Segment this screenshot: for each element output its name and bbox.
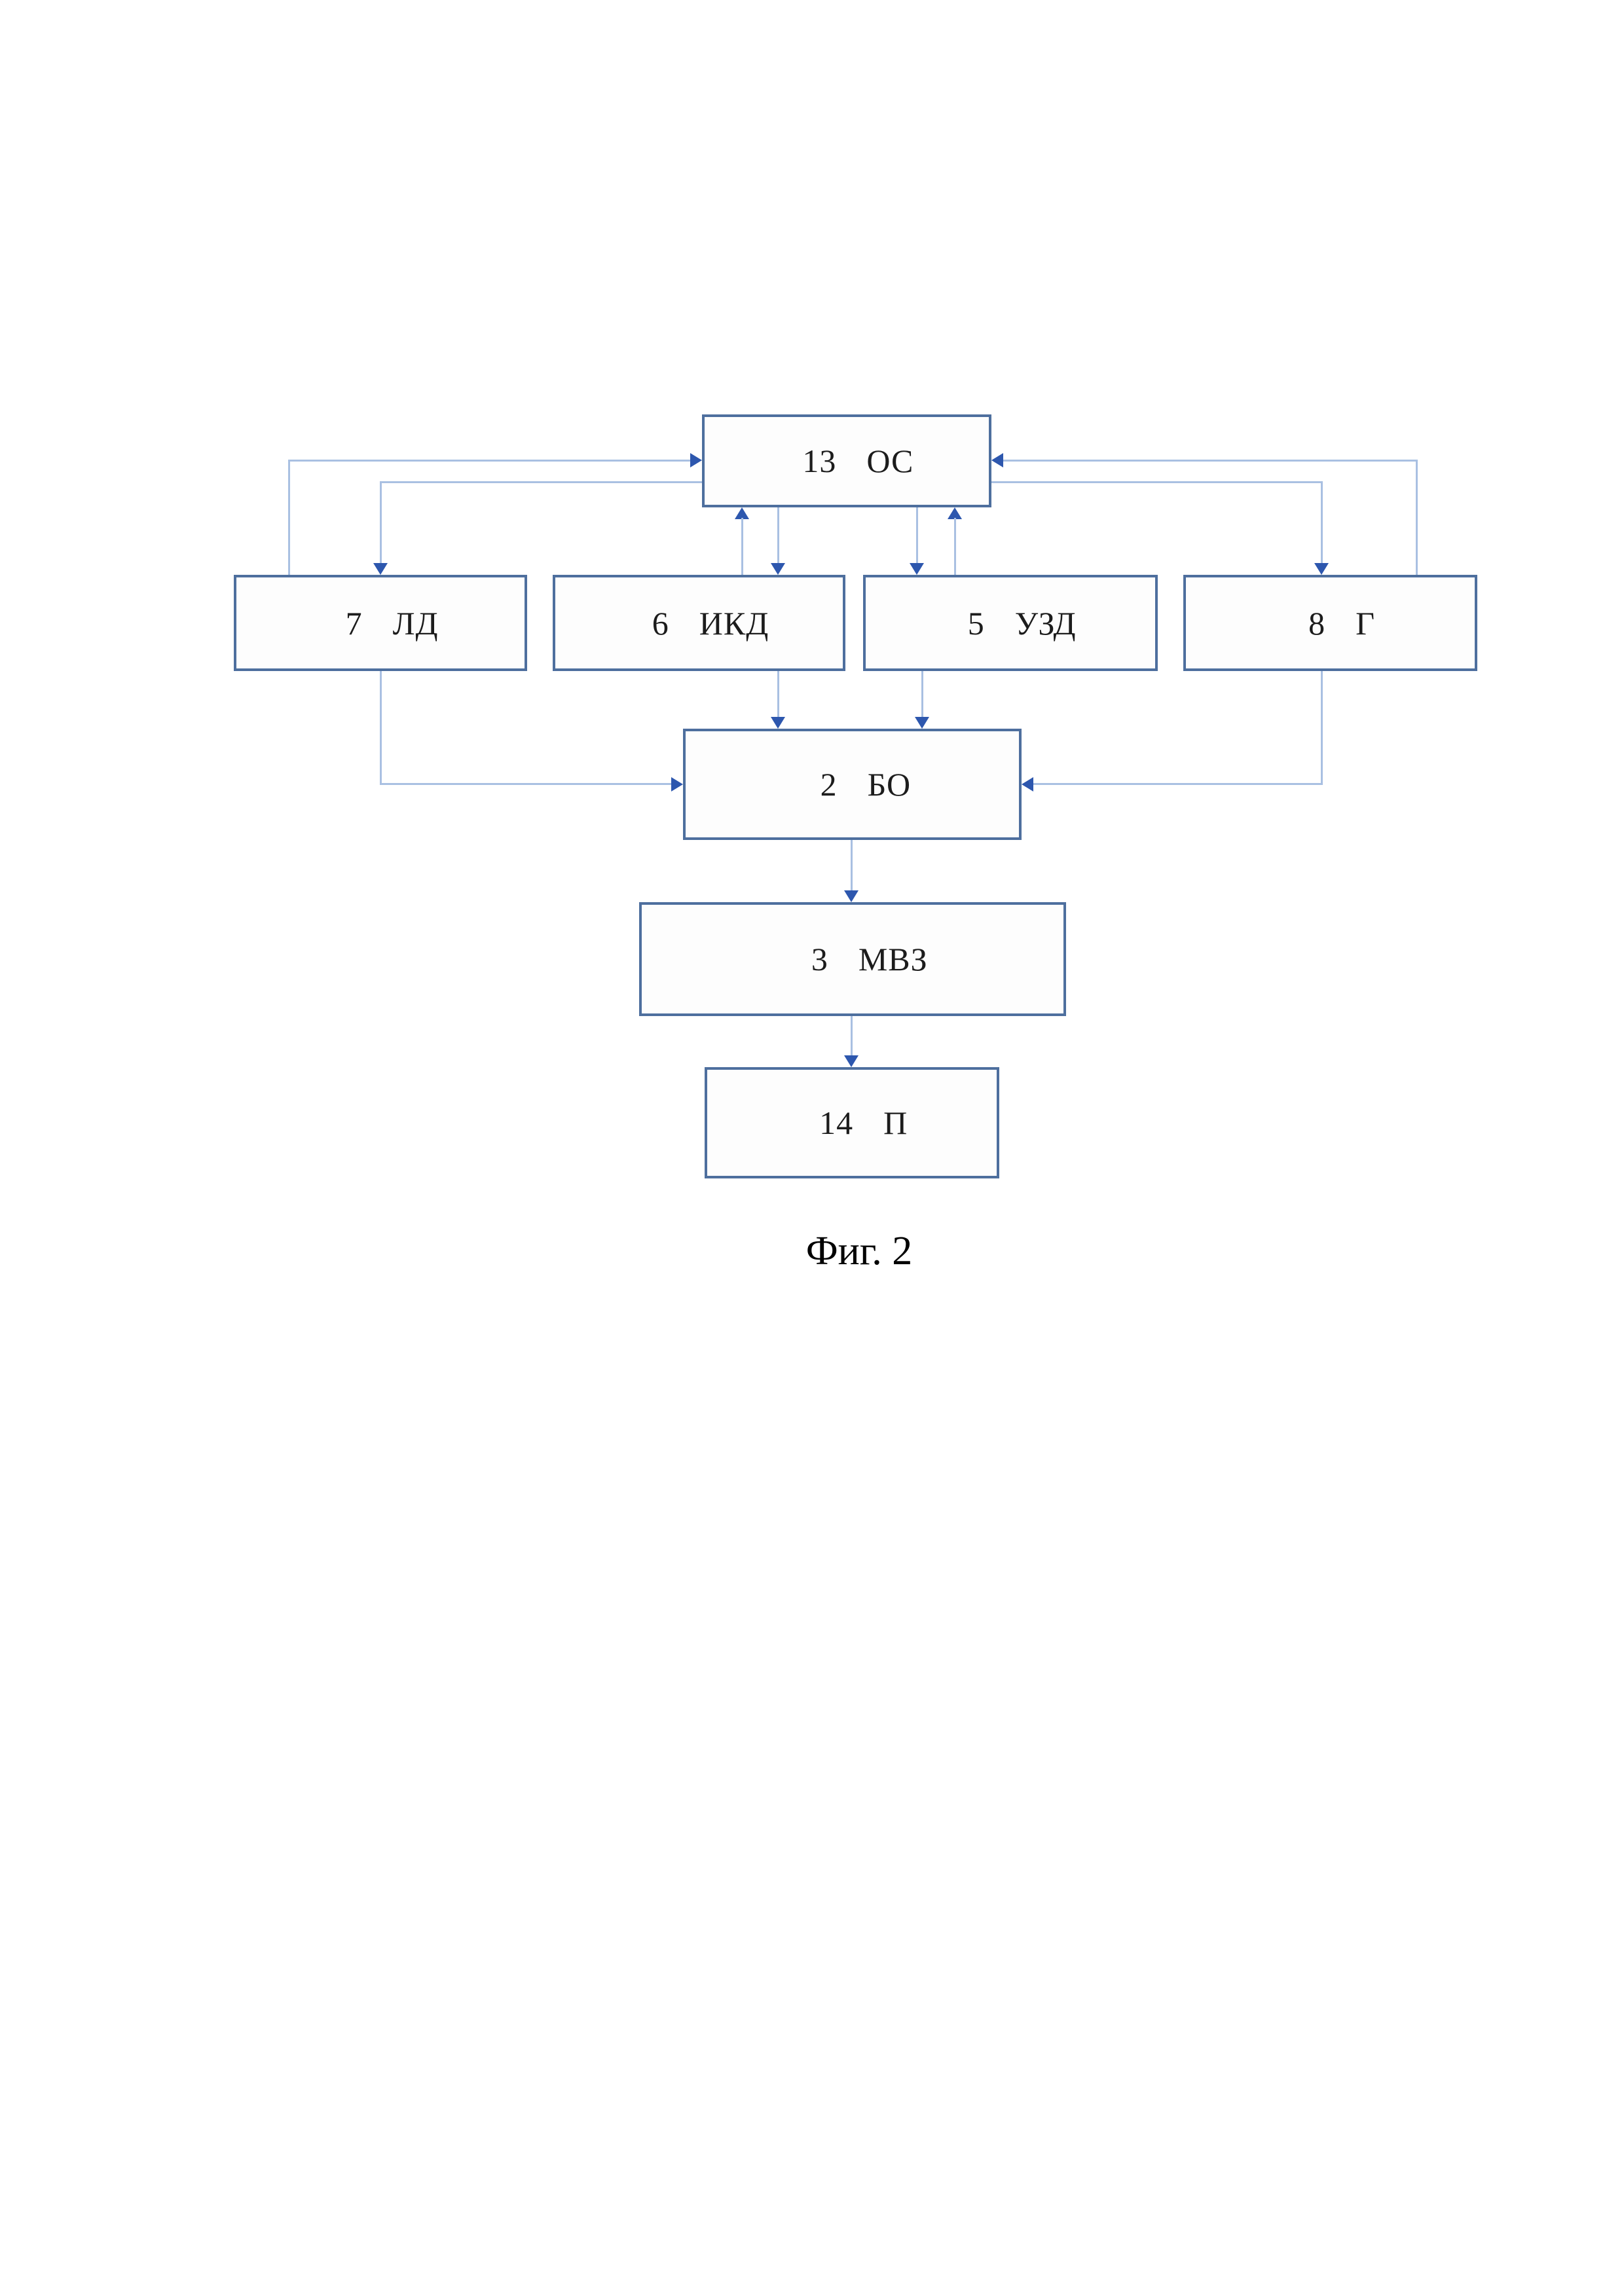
edge-g-bo-horizontal	[1033, 783, 1322, 785]
block-abbr: П	[883, 1104, 908, 1141]
block-number: 8	[1308, 604, 1326, 642]
edge-uzd-bo-vertical	[921, 671, 923, 717]
block-ikd-label: 6 ИКД	[652, 604, 769, 642]
block-abbr: УЗД	[1014, 604, 1077, 642]
edge-bo-mvz-vertical	[851, 840, 853, 890]
edge-bo-mvz-arrowhead	[844, 890, 858, 902]
block-abbr: БО	[867, 766, 912, 803]
block-number: 13	[802, 443, 837, 479]
block-bo: 2 БО	[683, 729, 1022, 840]
edge-ikd-bo-vertical	[777, 671, 779, 717]
block-number: 2	[820, 766, 838, 803]
edge-ld-bo-arrowhead	[671, 777, 683, 792]
block-ikd: 6 ИКД	[553, 575, 845, 671]
edge-os-g-arrowhead	[1314, 563, 1329, 575]
block-number: 7	[345, 604, 363, 642]
edge-os-uzd-arrowhead	[910, 563, 924, 575]
edge-uzd-os-arrowhead	[948, 507, 962, 519]
edge-ikd-os-vertical	[741, 518, 743, 575]
edge-ikd-os-arrowhead	[735, 507, 749, 519]
edge-os-g-vertical	[1321, 481, 1323, 564]
block-mvz: 3 МВЗ	[639, 902, 1066, 1016]
edge-mvz-p-arrowhead	[844, 1055, 858, 1067]
edge-g-os-horizontal	[1002, 460, 1418, 462]
block-abbr: ОС	[866, 443, 914, 479]
block-g: 8 Г	[1183, 575, 1477, 671]
edge-ikd-bo-arrowhead	[771, 717, 785, 729]
edge-g-bo-arrowhead	[1022, 777, 1033, 792]
edge-uzd-os-vertical	[954, 518, 956, 575]
edge-os-ld-horizontal	[380, 481, 702, 483]
block-p-label: 14 П	[819, 1104, 908, 1142]
edge-os-uzd-vertical	[916, 507, 918, 563]
edge-g-os-arrowhead	[991, 453, 1003, 467]
edge-uzd-bo-arrowhead	[915, 717, 929, 729]
block-mvz-label: 3 МВЗ	[811, 940, 928, 978]
block-abbr: МВЗ	[858, 941, 928, 977]
edge-g-bo-vertical	[1321, 671, 1323, 785]
edge-mvz-p-vertical	[851, 1016, 853, 1055]
block-number: 14	[819, 1104, 854, 1141]
block-os-label: 13 ОС	[802, 442, 913, 480]
block-uzd-label: 5 УЗД	[968, 604, 1077, 642]
edge-ld-os-horizontal	[288, 460, 692, 462]
edge-g-os-vertical	[1416, 460, 1418, 575]
edge-os-ld-vertical	[380, 481, 382, 564]
block-abbr: ИКД	[699, 604, 769, 642]
edge-ld-os-vertical	[288, 460, 290, 575]
edge-ld-os-arrowhead	[690, 453, 702, 467]
block-ld-label: 7 ЛД	[346, 604, 439, 642]
block-number: 3	[811, 941, 828, 977]
edge-os-ikd-arrowhead	[771, 563, 785, 575]
block-number: 6	[652, 604, 669, 642]
block-os: 13 ОС	[702, 414, 991, 507]
block-p: 14 П	[705, 1067, 999, 1178]
block-uzd: 5 УЗД	[863, 575, 1158, 671]
block-abbr: Г	[1356, 604, 1376, 642]
figure-caption: Фиг. 2	[805, 1229, 913, 1273]
block-bo-label: 2 БО	[821, 765, 911, 803]
edge-ld-bo-horizontal	[380, 783, 671, 785]
block-number: 5	[967, 604, 985, 642]
block-g-label: 8 Г	[1308, 604, 1375, 642]
edge-os-g-horizontal	[991, 481, 1322, 483]
block-abbr: ЛД	[392, 604, 439, 642]
block-ld: 7 ЛД	[234, 575, 527, 671]
edge-ld-bo-vertical	[380, 671, 382, 785]
edge-os-ld-arrowhead	[373, 563, 388, 575]
edge-os-ikd-vertical	[777, 507, 779, 563]
